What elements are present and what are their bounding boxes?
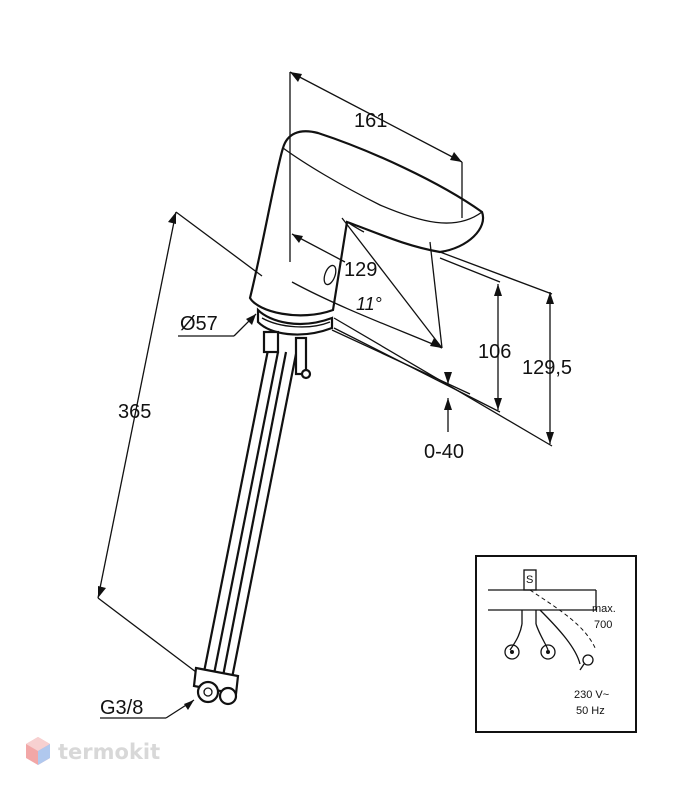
dim-connection-thread: G3/8	[100, 697, 143, 719]
inset-marker: S	[526, 574, 533, 586]
termokit-logo: termokit	[26, 737, 160, 765]
faucet-body	[248, 130, 485, 336]
power-supply-inset	[475, 555, 637, 733]
dim-spout-height: 129	[344, 259, 377, 281]
inset-max-value: 700	[594, 619, 612, 631]
dim-outlet-height: 106	[478, 341, 511, 363]
connection-hoses	[192, 330, 312, 706]
dimension-lines	[97, 71, 554, 719]
dim-angle: 11°	[356, 294, 382, 314]
dim-total-height: 129,5	[522, 357, 572, 379]
dim-diameter: Ø57	[180, 313, 218, 335]
dim-thickness-range: 0-40	[424, 441, 464, 463]
inset-voltage: 230 V~	[574, 689, 609, 701]
watermark-text: termokit	[58, 740, 160, 764]
dim-spout-length: 161	[354, 110, 387, 132]
dim-hose-length: 365	[118, 401, 151, 423]
inset-frequency: 50 Hz	[576, 705, 605, 717]
inset-max-label: max.	[592, 603, 616, 615]
